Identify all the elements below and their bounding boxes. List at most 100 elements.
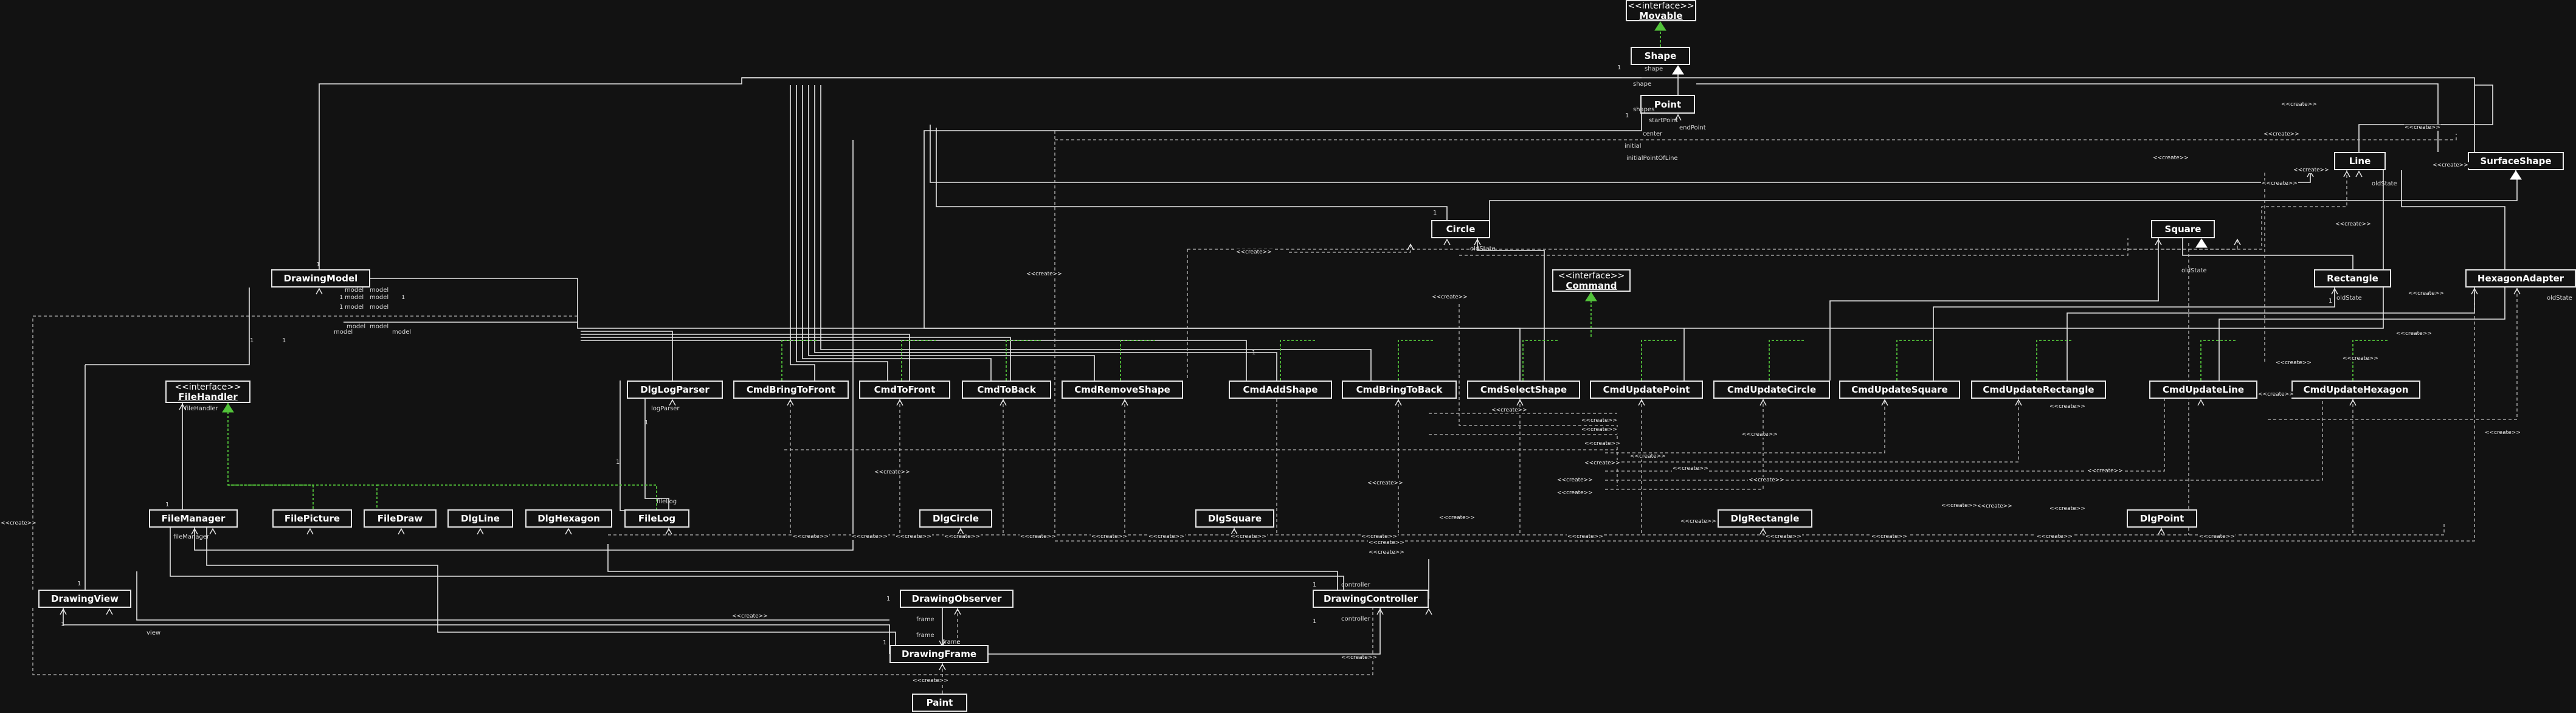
class-cmd-bring-to-front[interactable]: CmdBringToFront (733, 381, 849, 399)
realization-line (228, 484, 314, 509)
class-file-log[interactable]: FileLog (624, 509, 689, 528)
class-paint[interactable]: Paint (912, 694, 967, 712)
arrow-head (669, 399, 676, 406)
arrow-head (1881, 399, 1888, 406)
role-label: model (370, 304, 389, 311)
create-label: <<create>> (1431, 294, 1468, 300)
create-label: <<create>> (2293, 167, 2330, 173)
role-label: model (370, 323, 389, 330)
class-cmd-bring-to-back[interactable]: CmdBringToBack (1342, 381, 1457, 399)
class-name: FileManager (161, 513, 226, 524)
class-dlg-log-parser[interactable]: DlgLogParser (627, 381, 723, 399)
class-shape[interactable]: Shape (1631, 47, 1690, 65)
class-name: DrawingView (51, 593, 119, 604)
create-label: <<create>> (2281, 102, 2318, 108)
multiplicity-label: 1 (282, 337, 286, 344)
role-label: initialPointOfLine (1626, 155, 1678, 162)
create-label: <<create>> (0, 520, 37, 526)
class-point[interactable]: Point (1640, 95, 1695, 114)
arrow-head (787, 399, 794, 406)
class-dlg-rectangle[interactable]: DlgRectangle (1718, 509, 1812, 528)
arrow-head (2349, 399, 2357, 406)
arrow-head (896, 399, 903, 406)
role-label: logParser (651, 405, 680, 412)
class-cmd-update-rectangle[interactable]: CmdUpdateRectangle (1971, 381, 2106, 399)
class-rectangle[interactable]: Rectangle (2314, 269, 2391, 288)
association-line (581, 334, 910, 381)
association-line (1489, 177, 2518, 226)
association-line (808, 85, 1095, 381)
class-file-handler[interactable]: <<interface>> FileHandler (165, 381, 250, 403)
arrow-head (1759, 528, 1767, 535)
class-movable[interactable]: <<interface>> Movable (1626, 0, 1696, 21)
role-label: view (147, 630, 161, 636)
realization-line (1522, 340, 1559, 381)
class-dlg-square[interactable]: DlgSquare (1195, 509, 1274, 528)
arrow-head (1121, 399, 1128, 406)
class-name: CmdBringToBack (1356, 384, 1443, 395)
create-label: <<create>> (731, 613, 768, 619)
class-circle[interactable]: Circle (1431, 220, 1490, 238)
arrow-head (1638, 399, 1645, 406)
arrow-head (1443, 238, 1451, 246)
class-drawing-frame[interactable]: DrawingFrame (889, 645, 989, 663)
dependency-line (1605, 399, 2019, 463)
role-label: fileHandler (185, 405, 218, 412)
class-file-manager[interactable]: FileManager (149, 509, 238, 528)
class-cmd-update-circle[interactable]: CmdUpdateCircle (1713, 381, 1830, 399)
create-label: <<create>> (1367, 480, 1404, 486)
role-label: oldState (2336, 295, 2362, 301)
create-label: <<create>> (2263, 131, 2300, 137)
association-line (1829, 238, 2159, 381)
role-label: center (1643, 131, 1663, 137)
arrow-head (1376, 608, 1384, 615)
realization-line (377, 484, 657, 509)
class-line[interactable]: Line (2334, 152, 2386, 170)
generalization-head (1654, 21, 1666, 31)
multiplicity-label: 1 (2329, 298, 2333, 305)
class-cmd-to-front[interactable]: CmdToFront (859, 381, 950, 399)
class-cmd-select-shape[interactable]: CmdSelectShape (1467, 381, 1580, 399)
multiplicity-label: 1 (77, 580, 81, 587)
class-dlg-point[interactable]: DlgPoint (2127, 509, 2197, 528)
class-name: DlgHexagon (537, 513, 600, 524)
arrow-head (316, 288, 323, 295)
class-surface-shape[interactable]: SurfaceShape (2468, 152, 2564, 170)
class-dlg-hexagon[interactable]: DlgHexagon (525, 509, 612, 528)
multiplicity-label: 1 (1252, 350, 1256, 356)
class-drawing-view[interactable]: DrawingView (38, 590, 131, 608)
class-file-picture[interactable]: FilePicture (272, 509, 352, 528)
role-label: fileLog (657, 498, 677, 505)
class-cmd-update-line[interactable]: CmdUpdateLine (2149, 381, 2257, 399)
arrow-head (191, 528, 198, 535)
class-dlg-circle[interactable]: DlgCircle (919, 509, 992, 528)
create-label: <<create>> (944, 534, 981, 540)
class-drawing-observer[interactable]: DrawingObserver (900, 590, 1013, 608)
arrow-head (2155, 238, 2162, 246)
class-cmd-add-shape[interactable]: CmdAddShape (1229, 381, 1332, 399)
class-file-draw[interactable]: FileDraw (364, 509, 437, 528)
create-label: <<create>> (1026, 271, 1063, 277)
arrow-head (1759, 399, 1767, 406)
class-square[interactable]: Square (2151, 220, 2215, 238)
association-line (63, 608, 890, 654)
class-drawing-controller[interactable]: DrawingController (1313, 590, 1429, 608)
dependency-line (1187, 238, 2238, 250)
class-drawing-model[interactable]: DrawingModel (271, 269, 370, 288)
realization-line (781, 340, 818, 381)
class-cmd-update-point[interactable]: CmdUpdatePoint (1590, 381, 1703, 399)
role-label: shape (1645, 66, 1663, 72)
class-cmd-update-square[interactable]: CmdUpdateSquare (1839, 381, 1960, 399)
association-line (206, 528, 896, 645)
class-command[interactable]: <<interface>> Command (1552, 269, 1631, 292)
arrow-head (477, 528, 484, 535)
generalization-head (1585, 292, 1597, 301)
class-name: Point (1654, 98, 1682, 110)
class-cmd-to-back[interactable]: CmdToBack (962, 381, 1051, 399)
class-cmd-update-hexagon[interactable]: CmdUpdateHexagon (2291, 381, 2420, 399)
class-hexagon-adapter[interactable]: HexagonAdapter (2465, 269, 2576, 288)
class-cmd-remove-shape[interactable]: CmdRemoveShape (1062, 381, 1183, 399)
association-line (581, 331, 673, 381)
class-dlg-line[interactable]: DlgLine (447, 509, 513, 528)
class-name: DlgLogParser (640, 384, 710, 395)
